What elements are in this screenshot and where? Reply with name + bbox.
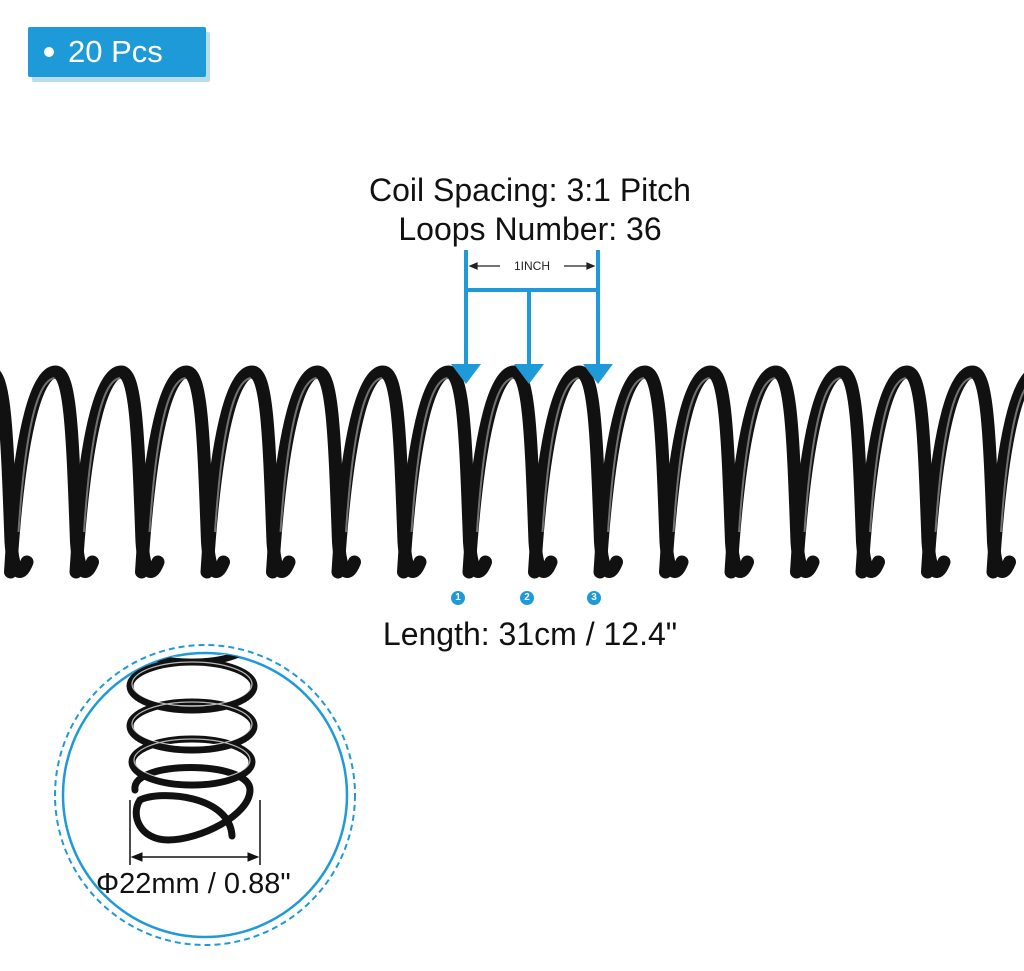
coil-highlight xyxy=(541,377,579,533)
double-arrow-icon xyxy=(468,262,596,270)
coil-highlight xyxy=(17,377,55,533)
coil-spacing-label: Coil Spacing: 3:1 Pitch xyxy=(369,172,691,208)
coil-highlight xyxy=(672,377,710,533)
coil-highlight xyxy=(607,377,645,533)
diameter-dimension xyxy=(129,800,261,865)
diameter-label: Φ22mm / 0.88" xyxy=(96,868,291,900)
quantity-label: 20 Pcs xyxy=(68,34,163,69)
quantity-badge: 20 Pcs xyxy=(28,27,206,77)
coil-highlight xyxy=(345,377,383,533)
coil-highlight xyxy=(148,377,186,533)
coil-highlight xyxy=(83,377,121,533)
coil-highlight xyxy=(934,377,972,533)
detail-circle-outer xyxy=(54,644,356,946)
coil-highlight xyxy=(1000,388,1024,533)
loops-number-label: Loops Number: 36 xyxy=(398,211,662,247)
spiral-binding-coil xyxy=(0,365,1024,579)
coil-highlight xyxy=(410,377,448,533)
detail-circle-inner xyxy=(61,651,349,939)
pitch-unit-label: 1INCH xyxy=(500,259,564,273)
coil-highlight xyxy=(738,377,776,533)
bullet-icon xyxy=(44,47,54,57)
coil-loop xyxy=(986,373,1024,579)
coil-highlight xyxy=(279,377,317,533)
coil-marker-1: 1 xyxy=(451,591,465,605)
down-arrow-icon xyxy=(451,364,613,384)
coil-marker-3: 3 xyxy=(587,591,601,605)
coil-highlight xyxy=(803,377,841,533)
pitch-bracket xyxy=(464,250,600,368)
coil-highlight xyxy=(869,377,907,533)
coil-highlight xyxy=(476,377,514,533)
coil-marker-2: 2 xyxy=(520,591,534,605)
length-label: Length: 31cm / 12.4" xyxy=(382,616,678,652)
coil-highlight xyxy=(214,377,252,533)
